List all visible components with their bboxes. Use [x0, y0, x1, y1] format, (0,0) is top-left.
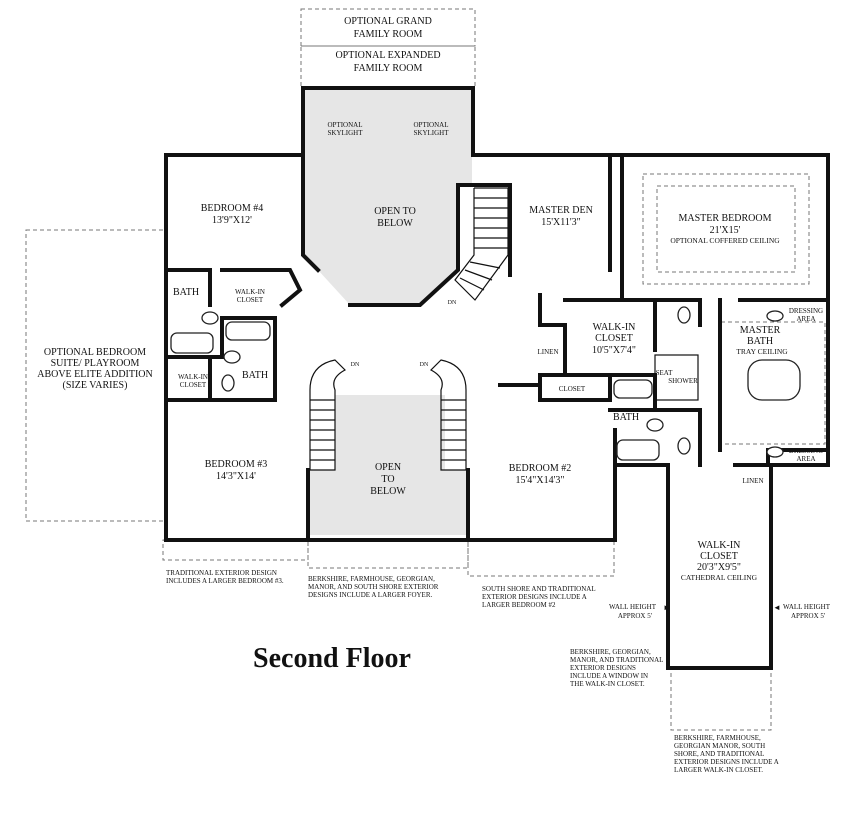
linen-label-1: LINEN — [538, 348, 559, 356]
bath-label-3: BATH — [613, 412, 639, 423]
wall-height-right-arrow: ◄ — [773, 603, 781, 612]
note-berkshire-foyer: BERKSHIRE, FARMHOUSE, GEORGIAN,MANOR, AN… — [308, 575, 439, 599]
wall-height-left-arrow: ► — [663, 603, 671, 612]
bath-fixtures — [170, 306, 801, 461]
walls — [164, 86, 830, 670]
seat-label: SEAT — [656, 369, 673, 377]
page-title: Second Floor — [253, 643, 411, 674]
note-berkshire-window: BERKSHIRE, GEORGIAN,MANOR, AND TRADITION… — [570, 648, 663, 688]
stairs — [309, 187, 509, 471]
dn-label-2: DN — [351, 362, 360, 368]
open-to-below-areas — [304, 88, 472, 535]
dn-label-1: DN — [448, 300, 457, 306]
bath-label-1: BATH — [173, 287, 199, 298]
note-berkshire-closet: BERKSHIRE, FARMHOUSE,GEORGIAN MANOR, SOU… — [674, 734, 779, 774]
closet-label: CLOSET — [559, 385, 586, 393]
linen-label-2: LINEN — [743, 477, 764, 485]
shower-label: SHOWER — [668, 377, 698, 385]
bath-label-2: BATH — [242, 370, 268, 381]
dn-label-3: DN — [420, 362, 429, 368]
